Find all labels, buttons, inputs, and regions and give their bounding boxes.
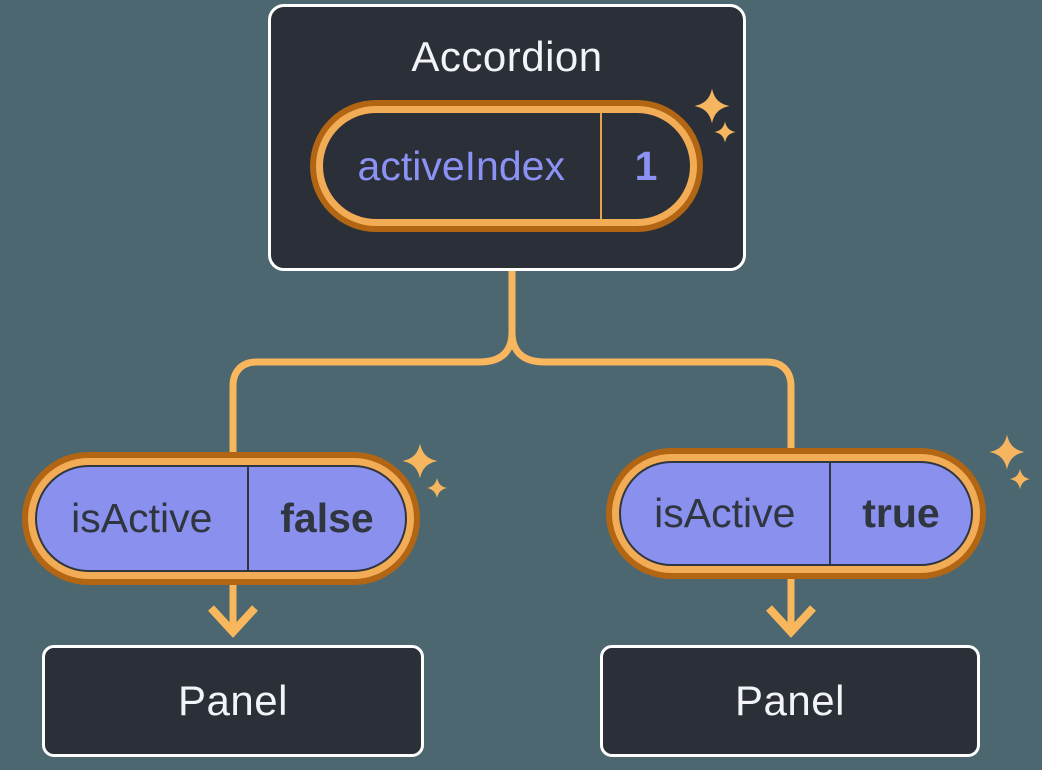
arrow-down-icon bbox=[208, 605, 258, 638]
prop-pill-value: false bbox=[280, 495, 374, 541]
panel-title: Panel bbox=[735, 677, 845, 724]
pill-divider bbox=[246, 467, 249, 570]
prop-pill-label: isActive bbox=[654, 490, 796, 536]
prop-pill-content: isActive true bbox=[619, 461, 973, 566]
prop-pill-ring: isActive false bbox=[28, 458, 414, 579]
prop-pill-value: true bbox=[862, 490, 940, 536]
branch-left-connector bbox=[229, 331, 516, 453]
branch-right-connector bbox=[508, 331, 795, 449]
accordion-title: Accordion bbox=[411, 33, 603, 80]
panel-node-right: Panel bbox=[600, 645, 980, 757]
sparkle-icon bbox=[694, 88, 736, 143]
prop-pill-content: isActive false bbox=[35, 465, 407, 572]
pill-divider bbox=[828, 463, 831, 564]
state-pill-content: activeIndex 1 bbox=[323, 113, 690, 219]
panel-node-left: Panel bbox=[42, 645, 424, 757]
prop-pill-isactive-right: isActive true bbox=[606, 448, 986, 579]
arrow-down-icon bbox=[766, 605, 816, 638]
panel-title: Panel bbox=[178, 677, 288, 724]
state-pill-activeindex: activeIndex 1 bbox=[310, 100, 703, 232]
state-pill-ring: activeIndex 1 bbox=[316, 106, 697, 226]
prop-pill-isactive-left: isActive false bbox=[22, 452, 420, 585]
sparkle-icon bbox=[989, 434, 1031, 490]
prop-pill-ring: isActive true bbox=[612, 454, 980, 573]
prop-pill-label: isActive bbox=[71, 495, 213, 541]
state-pill-label: activeIndex bbox=[357, 142, 565, 189]
state-pill-value: 1 bbox=[634, 142, 658, 189]
sparkle-icon bbox=[402, 443, 448, 499]
pill-divider bbox=[599, 113, 602, 219]
